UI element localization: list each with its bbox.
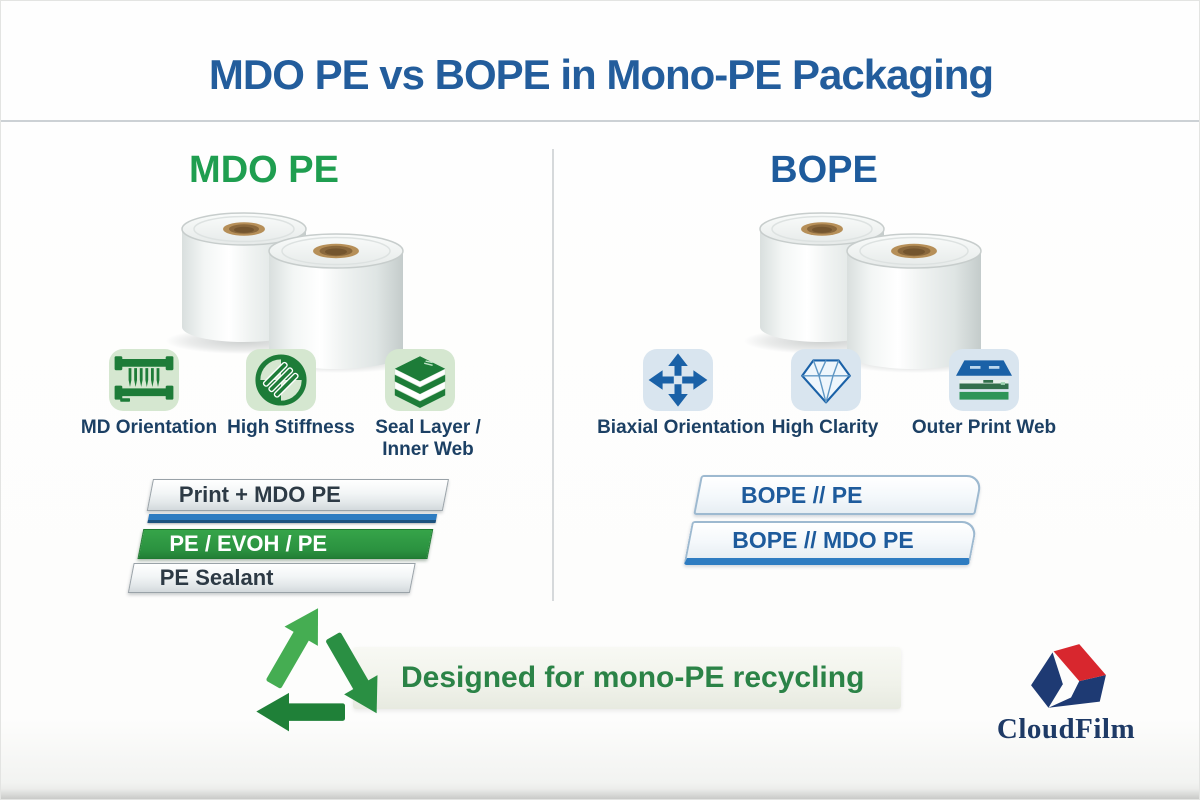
high-stiffness-tile: [246, 349, 316, 411]
recycle-icon: [256, 608, 378, 732]
high-clarity-tile: [791, 349, 861, 411]
md-orientation-icon: [114, 356, 174, 402]
feature-label: MD Orientation: [80, 417, 218, 438]
title-divider: [1, 120, 1199, 122]
bottom-shadow: [1, 789, 1199, 799]
structure-label: BOPE // PE: [741, 481, 863, 508]
layer-label: PE Sealant: [159, 565, 274, 590]
brand-name: CloudFilm: [996, 713, 1136, 745]
md-orientation-tile: [109, 349, 179, 411]
biaxial-orientation-icon: [648, 353, 708, 407]
layer-label: PE / EVOH / PE: [169, 531, 328, 556]
bope-heading: BOPE: [770, 149, 878, 191]
biaxial-orientation-tile: [643, 349, 713, 411]
structure-bope-mdo-pe: BOPE // MDO PE: [683, 521, 979, 565]
outer-print-web-tile: [949, 349, 1019, 411]
feature-label: Seal Layer / Inner Web: [375, 417, 481, 460]
feature-label: High Clarity: [771, 417, 879, 438]
outer-print-web-icon: [956, 360, 1012, 400]
structure-bope-pe: BOPE // PE: [693, 475, 983, 515]
feature-label: Outer Print Web: [911, 417, 1057, 438]
layer-print-mdo-pe: Print + MDO PE: [146, 479, 449, 511]
recycling-banner-text: Designed for mono-PE recycling: [401, 661, 865, 694]
high-clarity-icon: [801, 359, 851, 404]
mdo-pe-layer-stack: Print + MDO PE PE / EVOH / PE PE Sealant: [127, 479, 453, 593]
cloudfilm-logo: [1031, 644, 1106, 708]
column-divider: [552, 149, 554, 601]
bope-film-rolls-image: [744, 212, 1001, 373]
mdo-pe-heading: MDO PE: [189, 149, 339, 191]
structure-label: BOPE // MDO PE: [732, 527, 914, 553]
bope-structures: BOPE // PE BOPE // MDO PE: [683, 475, 991, 570]
seal-layer-icon: [394, 356, 446, 408]
feature-label: High Stiffness: [227, 417, 355, 438]
layer-pe-evoh-pe: PE / EVOH / PE: [137, 529, 434, 559]
feature-label: Biaxial Orientation: [597, 417, 765, 438]
mdo-pe-film-rolls-image: [166, 212, 423, 373]
seal-layer-tile: [385, 349, 455, 411]
layer-label: Print + MDO PE: [178, 482, 341, 507]
page-title: MDO PE vs BOPE in Mono-PE Packaging: [208, 51, 994, 98]
layer-tie-adhesive: [147, 514, 438, 523]
recycling-banner: Designed for mono-PE recycling: [353, 647, 901, 709]
front-roll: [846, 233, 982, 369]
high-stiffness-icon: [255, 354, 307, 406]
layer-pe-sealant: PE Sealant: [127, 563, 416, 593]
